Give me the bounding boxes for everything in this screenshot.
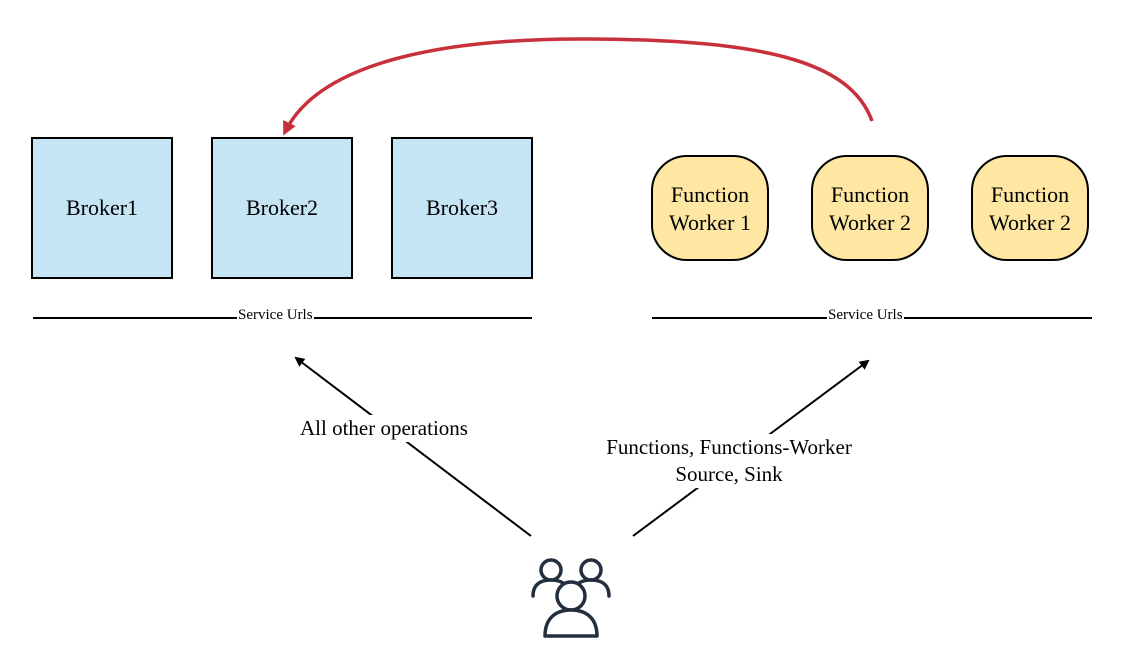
broker3-label: Broker3 [425, 195, 499, 220]
functions-operations-line2: Source, Sink [675, 462, 783, 486]
broker-service-urls-label: Service Urls [237, 306, 314, 324]
worker3-line1: Function [990, 182, 1070, 207]
broker2-label: Broker2 [245, 195, 319, 220]
broker1-label: Broker1 [65, 195, 139, 220]
function-worker-1-node: Function Worker 1 [651, 155, 769, 261]
all-other-operations-label: All other operations [300, 415, 468, 442]
worker2-line1: Function [830, 182, 910, 207]
functions-operations-label: Functions, Functions-Worker Source, Sink [598, 434, 860, 488]
redirect-arrow [283, 37, 874, 136]
function-worker-2-node: Function Worker 2 [811, 155, 929, 261]
users-group-icon [531, 558, 611, 638]
worker2-line2: Worker 2 [829, 210, 911, 235]
functions-operations-line1: Functions, Functions-Worker [606, 435, 852, 459]
broker2-box: Broker2 [211, 137, 353, 279]
worker1-line1: Function [670, 182, 750, 207]
function-worker-3-node: Function Worker 2 [971, 155, 1089, 261]
worker3-line2: Worker 2 [989, 210, 1071, 235]
broker1-box: Broker1 [31, 137, 173, 279]
broker3-box: Broker3 [391, 137, 533, 279]
worker1-line2: Worker 1 [669, 210, 751, 235]
worker-service-urls-label: Service Urls [827, 306, 904, 324]
arrow-to-brokers [294, 356, 532, 537]
